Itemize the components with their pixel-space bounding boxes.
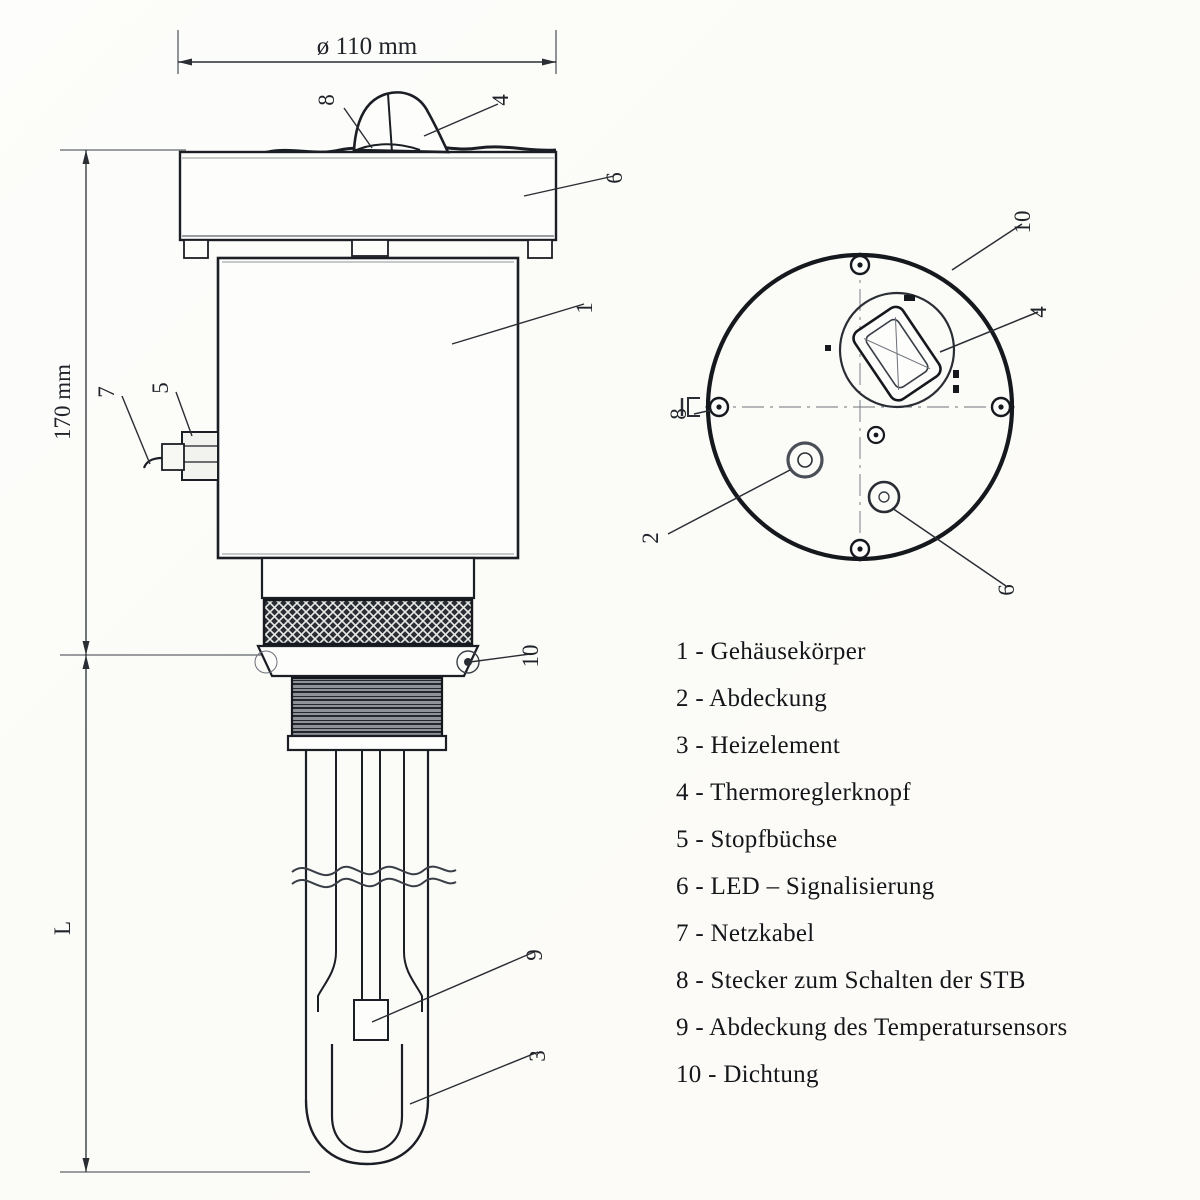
cover-body: [178, 150, 558, 242]
marker-tick-top: [904, 295, 915, 301]
thermostat-knob-plan: [852, 305, 942, 402]
callout-4-section: 4: [488, 94, 513, 106]
legend-item-7: 7 - Netzkabel: [676, 920, 815, 947]
housing-body: [142, 256, 520, 560]
cable-gland-boss: [181, 431, 219, 481]
callout-numbers-section: 8 4 6 1 7 5 10 9 3: [94, 94, 627, 1062]
callout-10-top: 10: [1010, 211, 1035, 234]
legend-item-2: 2 - Abdeckung: [676, 685, 828, 712]
legend-item-3: 3 - Heizelement: [676, 732, 841, 759]
callout-8-top: 8: [666, 408, 691, 420]
callout-8-section: 8: [314, 94, 339, 106]
screw-west: [708, 396, 730, 418]
top-view-group: 10 4 2 6 8: [638, 211, 1051, 596]
legend-item-4: 4 - Thermoreglerknopf: [676, 779, 911, 806]
dimension-height-170: 170 mm: [50, 149, 262, 656]
knurled-nut: [262, 598, 474, 646]
dimension-diameter-label: ø 110 mm: [317, 33, 418, 60]
legend-item-10: 10 - Dichtung: [676, 1061, 819, 1088]
stb-plug-plan: [867, 480, 901, 514]
fixing-screws: [708, 254, 1012, 560]
bracket-lug-west: [687, 397, 700, 417]
temperature-sensor-pocket: [353, 999, 389, 1041]
legend-item-9: 9 - Abdeckung des Temperatursensors: [676, 1014, 1068, 1041]
marker-tick-right-a: [953, 370, 959, 378]
screw-south: [849, 538, 871, 560]
housing-cover: [178, 144, 558, 259]
dimension-length-L: L: [50, 655, 310, 1173]
legend-item-8: 8 - Stecker zum Schalten der STB: [676, 967, 1026, 994]
legend-item-6: 6 - LED – Signalisierung: [676, 873, 935, 900]
dimension-diameter-top: ø 110 mm: [177, 30, 557, 74]
callout-5-section: 5: [148, 382, 173, 394]
callout-10-section: 10: [518, 645, 543, 668]
callout-9-section: 9: [522, 949, 547, 961]
threaded-section: [286, 676, 448, 752]
screw-east: [990, 396, 1012, 418]
screw-north: [849, 254, 871, 276]
thermostat-knob: [351, 91, 451, 154]
callout-3-section: 3: [525, 1050, 550, 1062]
callout-6-section: 6: [602, 172, 627, 184]
parts-legend: 1 - Gehäusekörper 2 - Abdeckung 3 - Heiz…: [676, 628, 1176, 1098]
section-view-group: ø 110 mm 170 mm L: [50, 30, 627, 1173]
led-indicator-plan: [786, 441, 824, 479]
marker-tick-left: [825, 345, 831, 351]
thread-body: [290, 676, 444, 738]
heating-element-tubes: [291, 750, 457, 1166]
leader-lines-section: [121, 103, 615, 1105]
leader-lines-top-view: [667, 223, 1039, 587]
screw-center-lower: [866, 425, 886, 445]
thermostat-inner-circle: [838, 291, 956, 409]
callout-6-top: 6: [994, 584, 1019, 596]
callout-1-section: 1: [572, 302, 597, 314]
dimension-length-label: L: [50, 921, 75, 935]
legend-item-5: 5 - Stopfbüchse: [676, 826, 838, 853]
callout-7-section: 7: [94, 386, 119, 398]
marker-tick-right-b: [953, 385, 959, 393]
dimension-height-label: 170 mm: [50, 364, 75, 440]
callout-numbers-top-view: 10 4 2 6 8: [638, 211, 1051, 596]
housing-neck: [254, 556, 480, 678]
legend-item-1: 1 - Gehäusekörper: [676, 638, 866, 665]
callout-2-top: 2: [638, 532, 663, 544]
callout-4-top: 4: [1026, 306, 1051, 318]
sealing-flange: [256, 644, 480, 678]
